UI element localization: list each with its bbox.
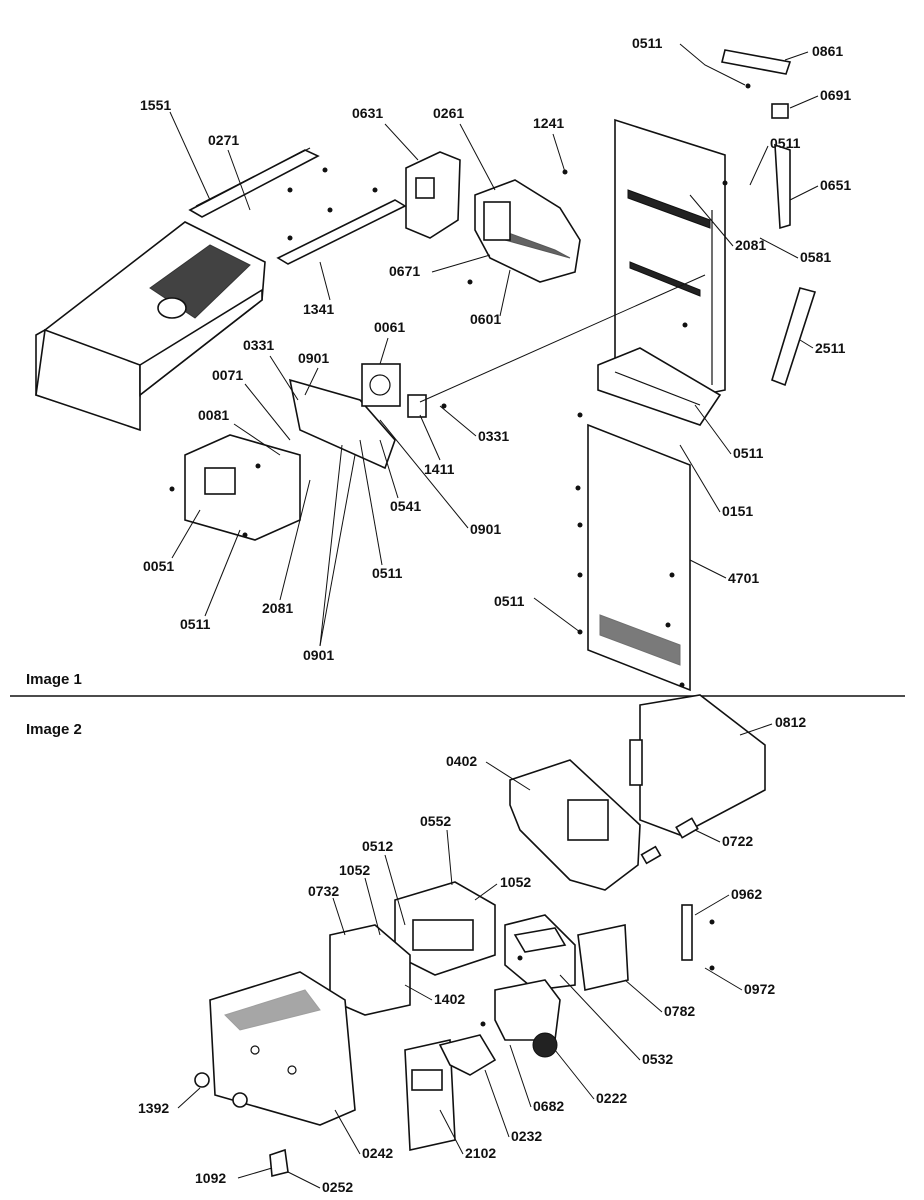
- strip-2511: [771, 287, 817, 387]
- callout-0222: 0222: [596, 1090, 627, 1106]
- callout-0511: 0511: [180, 616, 211, 632]
- callout-4701: 4701: [728, 570, 759, 586]
- callout-0061: 0061: [374, 319, 405, 335]
- image-1-labels: 0511 0861 0691 0511 0651 0581 2081 2511 …: [26, 35, 851, 688]
- connecting-shaft: [419, 274, 706, 403]
- front-plate-2102: [404, 1039, 456, 1151]
- ice-maker: [474, 179, 581, 283]
- callout-0581: 0581: [800, 249, 831, 265]
- fastener-dots: [169, 83, 751, 1027]
- small-block: [771, 103, 789, 119]
- callout-0901: 0901: [298, 350, 329, 366]
- pin-0722: [675, 817, 699, 839]
- callout-1052: 1052: [339, 862, 370, 878]
- image-1-artwork: [35, 49, 817, 692]
- image-2-leaders: [177, 723, 773, 1189]
- callout-0972: 0972: [744, 981, 775, 997]
- callout-0861: 0861: [812, 43, 843, 59]
- motor: [361, 363, 401, 407]
- section-label-image-1: Image 1: [26, 671, 82, 688]
- callout-0331: 0331: [478, 428, 509, 444]
- callout-0901: 0901: [303, 647, 334, 663]
- callout-0511: 0511: [494, 593, 525, 609]
- callout-0631: 0631: [352, 105, 383, 121]
- motor-0222: [494, 979, 561, 1058]
- bracket: [405, 151, 461, 239]
- knob: [232, 1092, 248, 1108]
- dispenser-housing: [509, 759, 641, 891]
- callout-0541: 0541: [390, 498, 421, 514]
- box-0532: [504, 914, 576, 991]
- callout-1392: 1392: [138, 1100, 169, 1116]
- callout-1092: 1092: [195, 1170, 226, 1186]
- lower-panel: [587, 423, 691, 692]
- callout-0732: 0732: [308, 883, 339, 899]
- callout-0511: 0511: [372, 565, 403, 581]
- lever-0232: [438, 1034, 497, 1076]
- callout-1241: 1241: [533, 115, 564, 131]
- callout-0151: 0151: [722, 503, 753, 519]
- image-2-labels: Image 2 0812 0402 0722 0962 0972 0552 05…: [26, 714, 806, 1195]
- callout-1402: 1402: [434, 991, 465, 1007]
- callout-1341: 1341: [303, 301, 334, 317]
- bracket-0962: [681, 904, 693, 961]
- fitting-1411: [407, 394, 427, 418]
- callout-0071: 0071: [212, 367, 243, 383]
- front-panel: [209, 971, 356, 1126]
- knob-1392: [194, 1072, 210, 1088]
- callout-2081: 2081: [735, 237, 766, 253]
- callout-0331: 0331: [243, 337, 274, 353]
- callout-1551: 1551: [140, 97, 171, 113]
- callout-0691: 0691: [820, 87, 851, 103]
- clip-1092: [269, 1148, 289, 1178]
- callout-0512: 0512: [362, 838, 393, 854]
- callout-0081: 0081: [198, 407, 229, 423]
- callout-0552: 0552: [420, 813, 451, 829]
- shelf-rail: [188, 147, 320, 218]
- callout-1052: 1052: [500, 874, 531, 890]
- callout-0252: 0252: [322, 1179, 353, 1195]
- callout-0532: 0532: [642, 1051, 673, 1067]
- callout-0722: 0722: [722, 833, 753, 849]
- callout-0511: 0511: [733, 445, 764, 461]
- callout-0232: 0232: [511, 1128, 542, 1144]
- fan-shroud: [597, 347, 722, 426]
- callout-0511: 0511: [632, 35, 663, 51]
- callout-0782: 0782: [664, 1003, 695, 1019]
- chute-assembly: [394, 881, 496, 976]
- callout-2102: 2102: [465, 1145, 496, 1161]
- callout-2081: 2081: [262, 600, 293, 616]
- frame-0782: [577, 924, 629, 991]
- shelf-rail-lower: [276, 199, 407, 265]
- callout-0651: 0651: [820, 177, 851, 193]
- callout-1411: 1411: [424, 461, 455, 477]
- mounting-plate-0812: [629, 694, 766, 836]
- callout-0901: 0901: [470, 521, 501, 537]
- section-label-image-2: Image 2: [26, 721, 82, 738]
- mounting-plate: [288, 378, 396, 470]
- ice-bucket: [35, 221, 266, 432]
- callout-0812: 0812: [775, 714, 806, 730]
- pin-upper: [640, 845, 662, 865]
- strip-0651: [774, 143, 791, 230]
- image-1-leaders: [169, 43, 819, 647]
- image-2-artwork: [194, 694, 766, 1178]
- callout-0671: 0671: [389, 263, 420, 279]
- callout-0511: 0511: [770, 135, 801, 151]
- callout-0051: 0051: [143, 558, 174, 574]
- callout-0601: 0601: [470, 311, 501, 327]
- callout-2511: 2511: [815, 340, 846, 356]
- top-bracket: [721, 49, 792, 75]
- motor-housing: [184, 434, 301, 541]
- callout-0271: 0271: [208, 132, 239, 148]
- callout-0402: 0402: [446, 753, 477, 769]
- callout-0962: 0962: [731, 886, 762, 902]
- callout-0682: 0682: [533, 1098, 564, 1114]
- callout-0261: 0261: [433, 105, 464, 121]
- callout-0242: 0242: [362, 1145, 393, 1161]
